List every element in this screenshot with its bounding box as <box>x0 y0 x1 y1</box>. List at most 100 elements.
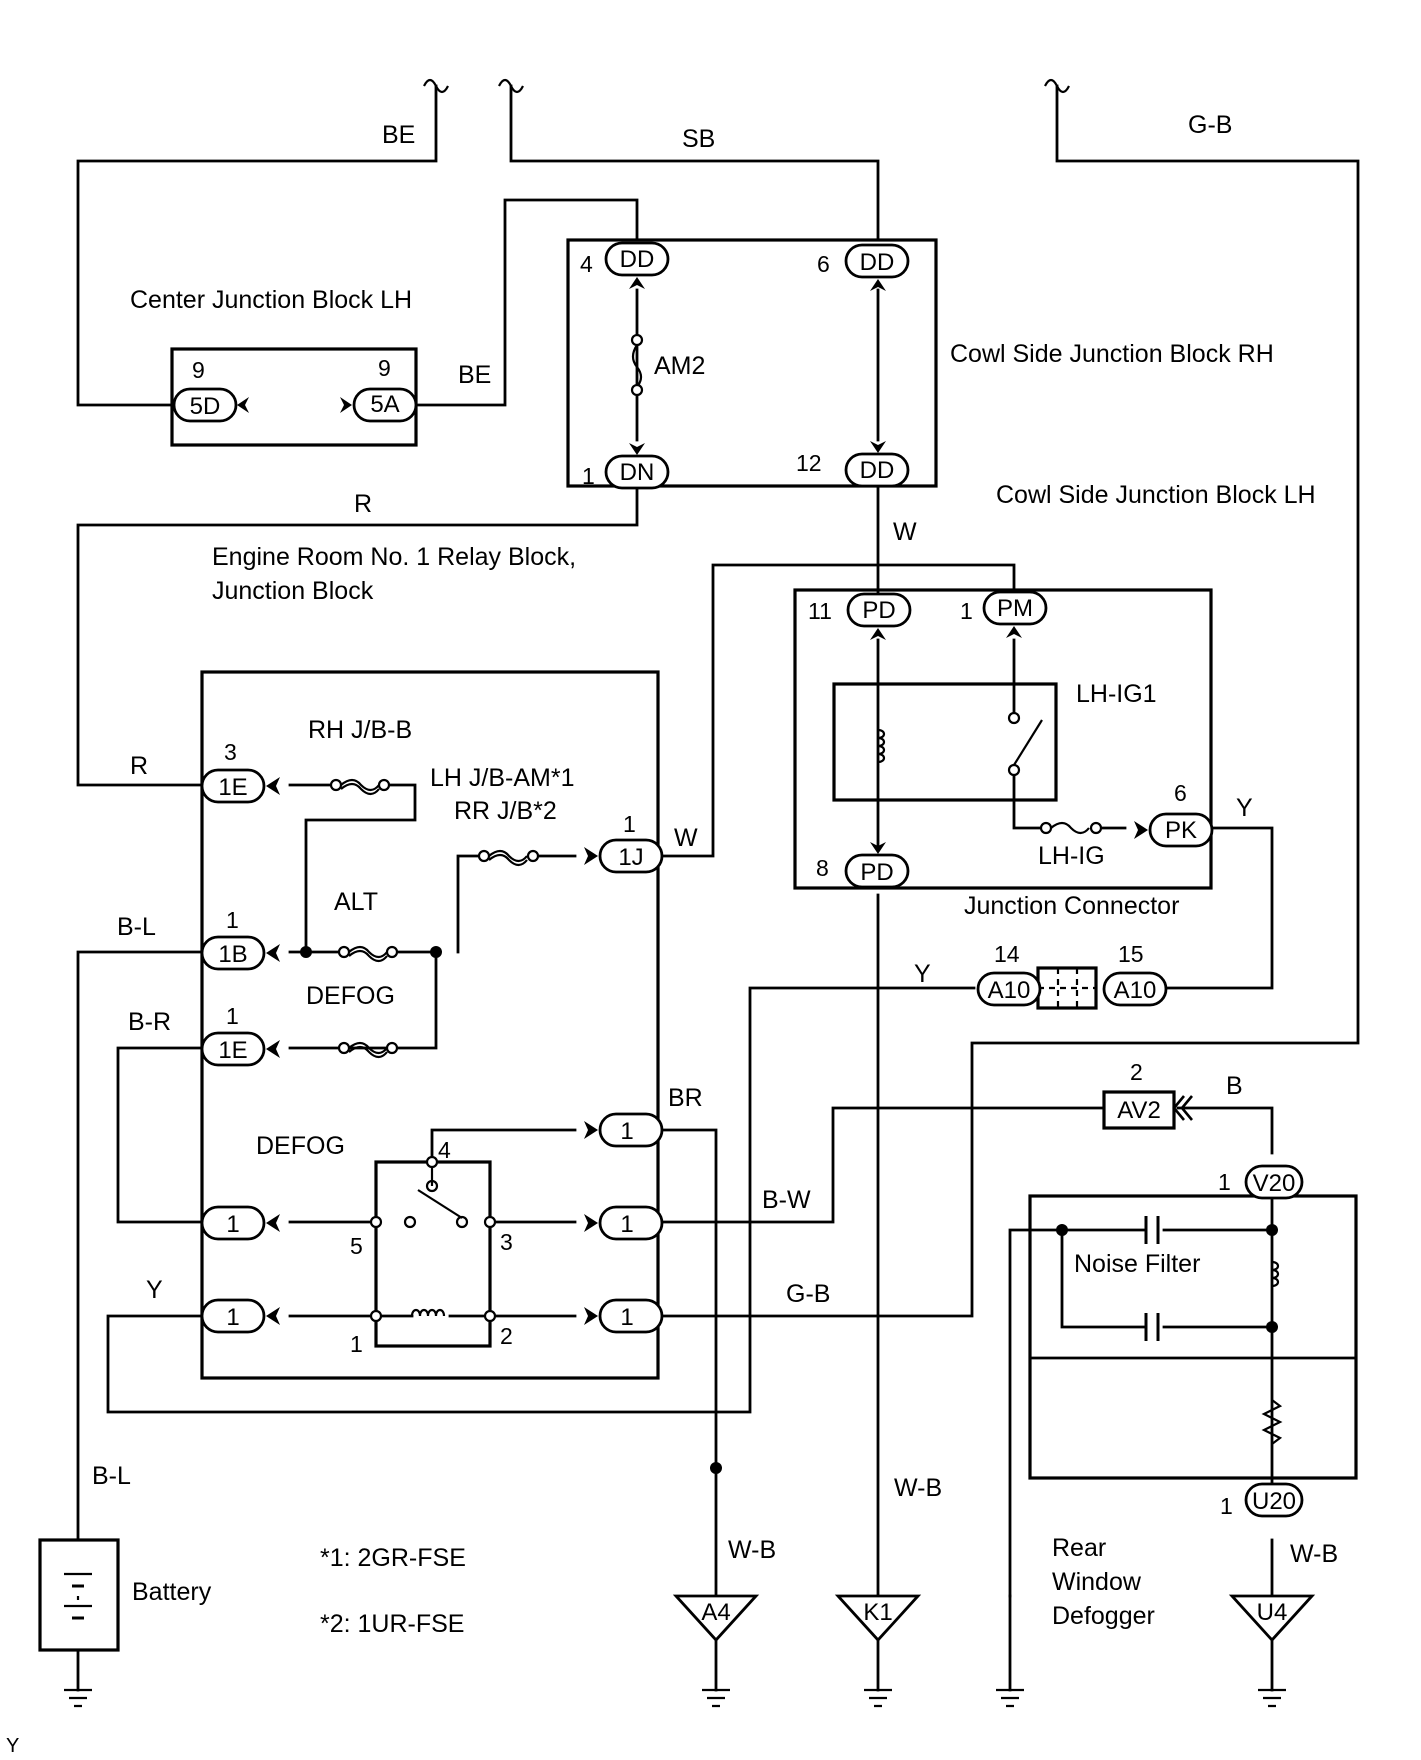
wire-label-bl-upper: B-L <box>117 913 156 941</box>
lh-ig-fuse <box>1039 821 1103 835</box>
connector-5a: 5A <box>370 391 399 418</box>
center-junction-block-box <box>170 347 418 447</box>
components <box>64 333 1316 1708</box>
wire-label-wb-k1: W-B <box>894 1474 942 1502</box>
wire-label-r-top: R <box>354 490 372 518</box>
junction-connector-box <box>793 588 1213 890</box>
connector-a10-15: A10 <box>1114 977 1157 1004</box>
connector-dd-4: DD <box>620 246 655 273</box>
pin-1b: 1 <box>226 907 239 933</box>
pin-pd-11: 11 <box>808 598 832 624</box>
label-rh-jb-b: RH J/B-B <box>308 716 412 744</box>
pin-v20: 1 <box>1218 1169 1231 1195</box>
label-rear-defogger-line3: Defogger <box>1052 1602 1155 1630</box>
wire-label-w-right: W <box>674 824 698 852</box>
connector-pd-8: PD <box>860 859 893 886</box>
label-center-junction-block: Center Junction Block LH <box>130 286 412 314</box>
connector-pk-6: PK <box>1165 817 1197 844</box>
wire-label-bl-lower: B-L <box>92 1462 131 1490</box>
wire-label-w-vert: W <box>893 518 917 546</box>
connector-1b-1: 1B <box>218 941 247 968</box>
connector-5d: 5D <box>190 393 221 420</box>
label-cowl-side-lh: Cowl Side Junction Block LH <box>996 481 1316 509</box>
connector-pm-1: PM <box>997 595 1033 622</box>
connector-right-1: 1 <box>620 1118 633 1145</box>
wire-label-bw: B-W <box>762 1186 811 1214</box>
pin-a10-14: 14 <box>994 941 1020 967</box>
battery-box <box>38 1538 120 1652</box>
boxes <box>38 238 1358 1652</box>
wire-label-br-right: BR <box>668 1084 703 1112</box>
label-junction-connector: Junction Connector <box>964 892 1179 920</box>
label-defog-relay: DEFOG <box>256 1132 345 1160</box>
arrowheads <box>237 277 1193 1325</box>
relay-pin-2: 2 <box>500 1323 513 1349</box>
wire-label-br-left: B-R <box>128 1008 171 1036</box>
labels: BE SB G-B BE R R W W B-L B-L B-R Y Y Y B… <box>6 111 1338 1757</box>
connector-dd-6: DD <box>860 249 895 276</box>
connector-1j-1: 1J <box>618 844 643 871</box>
label-cowl-side-rh: Cowl Side Junction Block RH <box>950 340 1274 368</box>
label-engine-room-line2: Junction Block <box>212 577 374 605</box>
connector-pd-11: PD <box>862 597 895 624</box>
wire-label-be-top: BE <box>382 121 415 149</box>
connector-left-1: 1 <box>226 1211 239 1238</box>
label-battery: Battery <box>132 1578 212 1606</box>
pin-av2: 2 <box>1130 1059 1143 1085</box>
pin-dd-6: 6 <box>817 251 830 277</box>
label-lh-ig1: LH-IG1 <box>1076 680 1157 708</box>
connector-av2: AV2 <box>1117 1097 1161 1124</box>
lh-jb-am-fuse <box>477 849 540 867</box>
pin-dd-4: 4 <box>580 251 593 277</box>
connector-v20: V20 <box>1253 1170 1296 1197</box>
pin-1e-3: 3 <box>224 739 237 765</box>
label-noise-filter: Noise Filter <box>1074 1250 1200 1278</box>
connector-1e-3: 1E <box>218 774 247 801</box>
wire-label-gb-top: G-B <box>1188 111 1232 139</box>
pin-pm-1: 1 <box>960 598 973 624</box>
label-rr-jb: RR J/B*2 <box>454 797 557 825</box>
corner-mark: Y <box>6 1735 19 1757</box>
label-defog-fuse: DEFOG <box>306 982 395 1010</box>
pin-5d: 9 <box>192 357 205 383</box>
engine-room-relay-block-box <box>200 670 660 1380</box>
relay-pin-3: 3 <box>500 1229 513 1255</box>
label-engine-room-line1: Engine Room No. 1 Relay Block, <box>212 543 576 571</box>
ground-u4: U4 <box>1257 1599 1288 1626</box>
wire-label-sb: SB <box>682 125 715 153</box>
label-lh-ig: LH-IG <box>1038 842 1105 870</box>
pin-1e-1: 1 <box>226 1003 239 1029</box>
ground-k1: K1 <box>863 1599 892 1626</box>
rh-jb-b-fuse <box>329 778 391 796</box>
pin-1j: 1 <box>623 811 636 837</box>
pin-pd-8: 8 <box>816 855 829 881</box>
label-rear-defogger-line2: Window <box>1052 1568 1142 1596</box>
ground-a4: A4 <box>701 1599 730 1626</box>
pin-pk-6: 6 <box>1174 780 1187 806</box>
pin-a10-15: 15 <box>1118 941 1144 967</box>
connector-dd-12: DD <box>860 457 895 484</box>
connector-dn-1: DN <box>620 459 655 486</box>
wire-label-be-mid: BE <box>458 361 491 389</box>
connector-a10-14: A10 <box>988 977 1031 1004</box>
pin-dd-12: 12 <box>796 450 822 476</box>
connector-u20: U20 <box>1252 1488 1296 1515</box>
pin-u20: 1 <box>1220 1493 1233 1519</box>
note-2: *2: 1UR-FSE <box>320 1610 464 1638</box>
relay-pin-1: 1 <box>350 1331 363 1357</box>
cowl-side-rh-box <box>566 238 938 488</box>
pin-5a: 9 <box>378 355 391 381</box>
connector-right-2: 1 <box>620 1211 633 1238</box>
defog-fuse <box>337 1041 399 1059</box>
pin-dn-1: 1 <box>582 463 595 489</box>
connector-1e-1: 1E <box>218 1037 247 1064</box>
wire-label-b: B <box>1226 1072 1243 1100</box>
lh-ig1-relay-box <box>832 682 1058 802</box>
alt-fuse <box>337 945 399 963</box>
wire-label-y-left: Y <box>146 1276 163 1304</box>
connectors <box>172 241 1304 1518</box>
relay-pin-5: 5 <box>350 1233 363 1259</box>
wire-label-y-mid: Y <box>914 960 931 988</box>
rear-defogger-box <box>1028 1194 1358 1480</box>
